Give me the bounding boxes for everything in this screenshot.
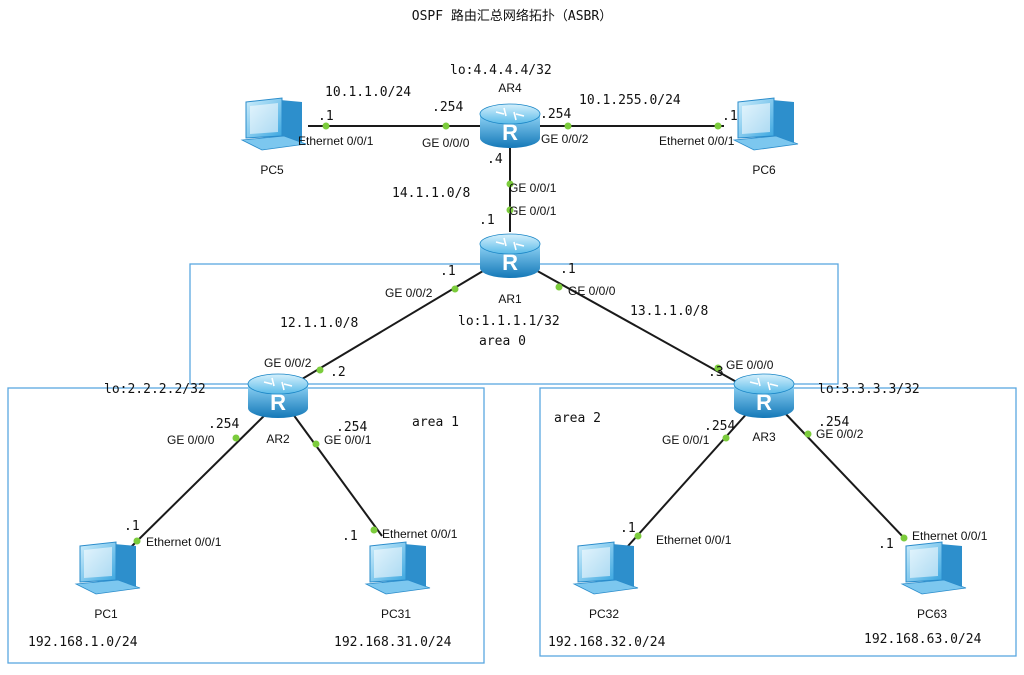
port-dot-ar4-g001 [506,180,514,188]
port-dot-ar2-g000 [232,434,240,442]
loopback-ar1: lo:1.1.1.1/32 [458,314,560,329]
host-pc63: .1 [878,537,894,552]
port-label-pc1-eth: Ethernet 0/0/1 [146,535,222,549]
host-ar4-down: .4 [487,152,503,167]
host-pc5: .1 [318,109,334,124]
host-pc1: .1 [124,519,140,534]
port-dot-pc5 [322,122,330,130]
network-pc1: 192.168.1.0/24 [28,635,138,650]
port-label-pc6-eth: Ethernet 0/0/1 [659,134,735,148]
link-ar2-pc1 [129,409,271,549]
pc32-icon[interactable] [573,541,639,595]
pc5-icon[interactable] [241,97,307,151]
port-label-ar1-g002: GE 0/0/2 [385,286,433,300]
port-label-pc32-eth: Ethernet 0/0/1 [656,533,732,547]
link-ar1-ar3 [531,267,743,386]
network-pc6: 10.1.255.0/24 [579,93,681,108]
link-ar3-pc32 [627,409,751,547]
port-label-ar3-g001: GE 0/0/1 [662,433,710,447]
port-dot-pc1 [133,537,141,545]
router-ar1-label: AR1 [498,292,522,306]
area-1-box [7,387,485,664]
host-pc32: .1 [620,521,636,536]
router-ar1-icon[interactable] [479,233,541,279]
network-ar4-ar1: 14.1.1.0/8 [392,186,470,201]
pc31-icon[interactable] [365,541,431,595]
network-ar1-ar3: 13.1.1.0/8 [630,304,708,319]
area-0-label: area 0 [479,334,526,349]
host-pc31: .1 [342,529,358,544]
port-dot-ar2-g001 [312,440,320,448]
router-ar2-icon[interactable] [247,373,309,419]
port-dot-ar1-g002 [451,285,459,293]
pc6-label: PC6 [752,163,776,177]
port-label-ar1-g001: GE 0/0/1 [509,204,557,218]
pc6-icon[interactable] [733,97,799,151]
port-label-ar1-g000: GE 0/0/0 [568,284,616,298]
pc32-label: PC32 [589,607,619,621]
port-indicators [133,122,908,545]
pc63-icon[interactable] [901,541,967,595]
network-pc5: 10.1.1.0/24 [325,85,411,100]
port-label-ar2-g000: GE 0/0/0 [167,433,215,447]
host-ar2-right: .254 [336,420,367,435]
port-dot-ar1-g000 [555,283,563,291]
host-ar3-left: .254 [704,419,735,434]
host-ar1-left: .1 [440,264,456,279]
host-ar4-left: .254 [432,100,463,115]
host-ar2-left: .254 [208,417,239,432]
port-dot-ar1-g001 [506,206,514,214]
port-dot-pc32 [634,532,642,540]
port-label-ar4-g001: GE 0/0/1 [509,181,557,195]
host-ar1-right: .1 [560,262,576,277]
port-label-ar3-g002: GE 0/0/2 [816,427,864,441]
loopback-ar2: lo:2.2.2.2/32 [104,382,206,397]
port-label-ar4-g000: GE 0/0/0 [422,136,470,150]
network-ar1-ar2: 12.1.1.0/8 [280,316,358,331]
port-dot-ar3-g002 [804,430,812,438]
port-label-pc5-eth: Ethernet 0/0/1 [298,134,374,148]
router-ar4-icon[interactable] [479,103,541,149]
loopback-ar3: lo:3.3.3.3/32 [818,382,920,397]
area-2-label: area 2 [554,411,601,426]
host-pc6: .1 [722,109,738,124]
port-dot-ar3-g001 [722,434,730,442]
port-dot-pc63 [900,534,908,542]
network-pc31: 192.168.31.0/24 [334,635,452,650]
network-pc63: 192.168.63.0/24 [864,632,982,647]
loopback-ar4: lo:4.4.4.4/32 [450,63,552,78]
host-ar1-up: .1 [479,213,495,228]
port-dot-ar3-g000 [714,364,722,372]
router-ar3-label: AR3 [752,430,776,444]
router-ar2-label: AR2 [266,432,290,446]
port-dot-pc6 [714,122,722,130]
pc5-label: PC5 [260,163,284,177]
area-1-label: area 1 [412,415,459,430]
port-label-ar4-g002: GE 0/0/2 [541,132,589,146]
router-ar3-icon[interactable] [733,373,795,419]
pc1-icon[interactable] [75,541,141,595]
port-label-pc31-eth: Ethernet 0/0/1 [382,527,458,541]
diagram-title: OSPF 路由汇总网络拓扑（ASBR） [412,8,612,24]
port-label-pc63-eth: Ethernet 0/0/1 [912,529,988,543]
port-label-ar3-g000: GE 0/0/0 [726,358,774,372]
port-dot-pc31 [370,526,378,534]
port-label-ar2-g002: GE 0/0/2 [264,356,312,370]
pc1-label: PC1 [94,607,118,621]
router-ar4-label: AR4 [498,81,522,95]
host-ar4-right: .254 [540,107,571,122]
host-ar3-up: .3 [708,365,724,380]
port-label-ar2-g001: GE 0/0/1 [324,433,372,447]
port-dot-ar2-g002 [316,366,324,374]
pc63-label: PC63 [917,607,947,621]
host-ar3-right: .254 [818,415,849,430]
host-ar2-up: .2 [330,365,346,380]
port-dot-ar4-g002 [564,122,572,130]
network-pc32: 192.168.32.0/24 [548,635,666,650]
link-ar2-pc31 [289,409,383,537]
link-ar3-pc63 [781,409,907,541]
port-dot-ar4-g000 [442,122,450,130]
pc31-label: PC31 [381,607,411,621]
